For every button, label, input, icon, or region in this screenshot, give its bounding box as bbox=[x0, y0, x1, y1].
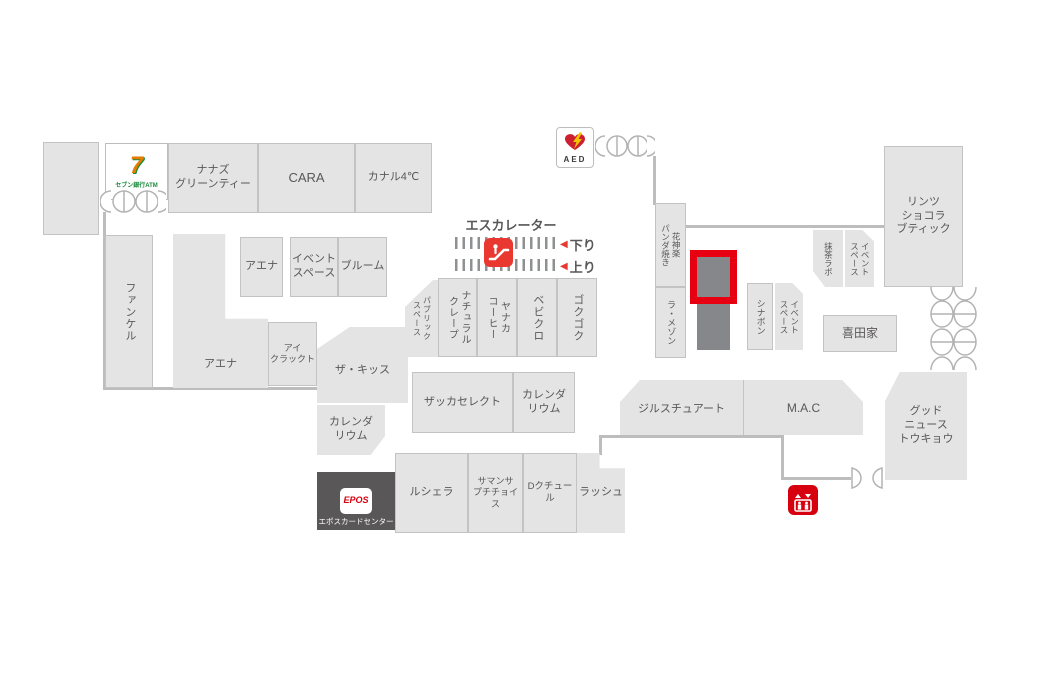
store-label: ルシェラ bbox=[409, 486, 454, 499]
store-label: ジルスチュアート bbox=[637, 402, 726, 415]
store-gokugoku[interactable]: ゴクゴク bbox=[557, 278, 597, 357]
store-lucera[interactable]: ルシェラ bbox=[395, 453, 468, 533]
store-calendarium-left[interactable]: カレンダ リウム bbox=[317, 405, 385, 455]
wall-lush-step bbox=[599, 435, 602, 455]
store-the-kiss[interactable]: ザ・キッス bbox=[317, 327, 408, 403]
store-label: イベント スペース bbox=[292, 253, 336, 279]
store-eye-crackt[interactable]: アイ クラックト bbox=[268, 322, 317, 386]
store-label: ファンケル bbox=[123, 281, 136, 342]
entrance-door-icon-left bbox=[100, 189, 166, 214]
wall-jill-bottom bbox=[599, 435, 784, 438]
store-label: 抹茶ラボ bbox=[823, 241, 834, 276]
store-label: CARA bbox=[288, 169, 325, 185]
escalator-title: エスカレーター bbox=[465, 218, 557, 233]
store-label: シナボン bbox=[755, 298, 766, 335]
entrance-door-icon-top-right bbox=[595, 134, 655, 158]
store-label: 喜田家 bbox=[841, 326, 878, 340]
store-hanakagura-panda[interactable]: 花神楽 パンダ焼き bbox=[655, 203, 686, 287]
wall-mac-bottom bbox=[781, 477, 851, 480]
store-aena-small[interactable]: アエナ bbox=[240, 237, 283, 297]
wall-left bbox=[103, 212, 106, 390]
store-fancl[interactable]: ファンケル bbox=[105, 235, 153, 388]
store-label: アエナ bbox=[204, 358, 237, 371]
store-cara[interactable]: CARA bbox=[258, 143, 355, 213]
store-block-jill-mac: ジルスチュアート M.A.C bbox=[620, 380, 863, 435]
store-event-space-2[interactable]: イベント スペース bbox=[775, 283, 803, 350]
store-lindt[interactable]: リンツ ショコラ ブティック bbox=[884, 146, 963, 287]
store-bloom[interactable]: ブルーム bbox=[338, 237, 387, 297]
swing-door-icon-bottom-right bbox=[849, 466, 885, 490]
store-label: ヤナカ コーヒー bbox=[486, 295, 510, 340]
store-label: Dクチュール bbox=[527, 481, 573, 504]
store-samantha-petit-choice[interactable]: サマンサ プチチョイス bbox=[468, 453, 523, 533]
store-label: ザ・キッス bbox=[335, 364, 390, 377]
store-natural-crepe[interactable]: ナチュラル クレープ bbox=[438, 278, 477, 357]
store-label: ラ・メゾン bbox=[666, 300, 677, 345]
store-epos-card-center[interactable]: EPOS エポスカードセンター bbox=[317, 472, 395, 530]
seven-bank-icon: 7 bbox=[129, 152, 144, 179]
store-cinnabon[interactable]: シナボン bbox=[747, 283, 773, 350]
store-canal4c[interactable]: カナル4℃ bbox=[355, 143, 432, 213]
store-public-space[interactable]: パブリック スペース bbox=[405, 280, 438, 357]
store-label: カレンダ リウム bbox=[329, 416, 373, 442]
store-yanaka-coffee[interactable]: ヤナカ コーヒー bbox=[477, 278, 517, 357]
store-label: 花神楽 パンダ焼き bbox=[660, 223, 682, 267]
store-jill-stuart[interactable]: ジルスチュアート bbox=[620, 380, 743, 435]
store-matcha-lab[interactable]: 抹茶ラボ bbox=[813, 230, 843, 287]
store-event-space-3[interactable]: イベント スペース bbox=[845, 230, 874, 287]
store-zakka-select[interactable]: ザッカセレクト bbox=[412, 372, 513, 433]
elevator-icon bbox=[788, 485, 818, 515]
store-label: ゴクゴク bbox=[571, 293, 584, 342]
wall-bottom-left bbox=[103, 387, 319, 390]
store-label: イベント スペース bbox=[849, 241, 871, 276]
epos-logo: EPOS bbox=[340, 487, 372, 514]
store-label: ベビクロ bbox=[531, 293, 544, 342]
store-label: グッド ニュース トウキョウ bbox=[898, 405, 954, 445]
store-bebiclo[interactable]: ベビクロ bbox=[517, 278, 557, 357]
seven-bank-label: セブン銀行ATM bbox=[115, 183, 158, 189]
arrow-left-icon: ◀ bbox=[560, 261, 568, 272]
store-label: エポスカードセンター bbox=[318, 516, 394, 526]
wall-jill-right-vertical bbox=[781, 435, 784, 480]
store-label: ラッシュ bbox=[579, 486, 623, 499]
store-label: サマンサ プチチョイス bbox=[472, 476, 518, 509]
store-label: M.A.C bbox=[786, 400, 821, 415]
arrow-left-icon: ◀ bbox=[560, 239, 568, 250]
store-label: ナナズ グリーンティー bbox=[175, 164, 251, 190]
store-label: ブルーム bbox=[340, 260, 385, 273]
door-column-icon-right bbox=[930, 287, 977, 370]
escalator-icon bbox=[484, 238, 513, 267]
aed-station: AED bbox=[556, 127, 594, 168]
escalator-down-label: ◀下り bbox=[560, 238, 596, 253]
store-label: アイ クラックト bbox=[269, 342, 315, 364]
unlabeled-block bbox=[43, 142, 99, 235]
store-d-couture[interactable]: Dクチュール bbox=[523, 453, 577, 533]
store-mac[interactable]: M.A.C bbox=[743, 380, 863, 435]
store-kitaya[interactable]: 喜田家 bbox=[823, 315, 897, 352]
store-nanaz-green-tea[interactable]: ナナズ グリーンティー bbox=[168, 143, 258, 213]
store-label: カレンダ リウム bbox=[522, 388, 566, 415]
store-label: イベント スペース bbox=[779, 299, 800, 334]
store-label: カナル4℃ bbox=[367, 171, 420, 184]
store-lush[interactable]: ラッシュ bbox=[577, 453, 625, 533]
store-label: リンツ ショコラ ブティック bbox=[896, 195, 951, 236]
escalator-up-label: ◀上り bbox=[560, 260, 596, 275]
highlight-frame bbox=[690, 250, 737, 304]
store-label: パブリック スペース bbox=[412, 296, 432, 341]
store-good-news-tokyo[interactable]: グッド ニュース トウキョウ bbox=[885, 372, 967, 480]
wall-aed-right bbox=[653, 156, 656, 205]
store-la-maison[interactable]: ラ・メゾン bbox=[655, 287, 686, 358]
wall-top-right bbox=[685, 225, 886, 228]
store-event-space-1[interactable]: イベント スペース bbox=[290, 237, 338, 297]
store-label: ザッカセレクト bbox=[424, 395, 501, 408]
store-label: ナチュラル クレープ bbox=[446, 290, 471, 345]
store-label: アエナ bbox=[245, 260, 278, 273]
aed-heart-icon bbox=[565, 132, 585, 150]
aed-label: AED bbox=[563, 155, 587, 164]
store-calendarium-center[interactable]: カレンダ リウム bbox=[513, 372, 575, 433]
